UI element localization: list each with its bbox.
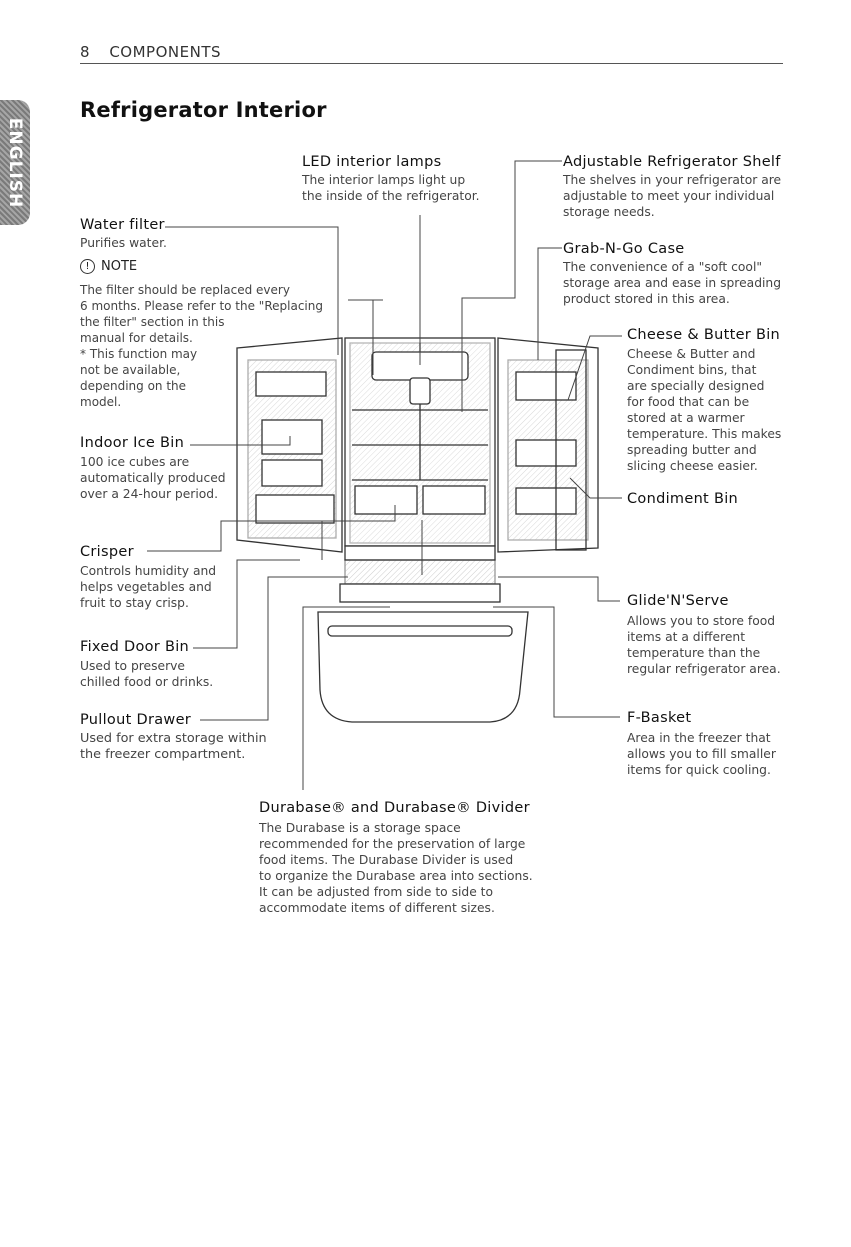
page-header: 8 COMPONENTS <box>80 43 783 64</box>
ice-bin-desc: 100 ice cubes are automatically produced… <box>80 455 226 501</box>
water-filter-label: Water filter <box>80 217 165 233</box>
cheese-butter-desc: Cheese & Butter and Condiment bins, that… <box>627 347 782 473</box>
crisper-label: Crisper <box>80 544 134 560</box>
language-tab: ENGLISH <box>0 100 30 225</box>
durabase-desc: The Durabase is a storage space recommen… <box>259 821 533 915</box>
caution-icon: ! <box>80 259 95 274</box>
cheese-butter-label: Cheese & Butter Bin <box>627 327 781 343</box>
f-basket-label: F-Basket <box>627 710 692 726</box>
note-heading: ! NOTE <box>80 259 137 274</box>
fixed-door-bin-label: Fixed Door Bin <box>80 639 190 655</box>
led-lamps-label: LED interior lamps <box>302 154 442 170</box>
pullout-drawer-desc: Used for extra storage within the freeze… <box>80 731 267 762</box>
fridge-drawing <box>236 337 599 723</box>
grab-n-go-label: Grab-N-Go Case <box>563 241 685 257</box>
glide-desc: Allows you to store food items at a diff… <box>627 614 781 676</box>
led-lamps-desc: The interior lamps light up the inside o… <box>302 173 480 203</box>
shelf-desc: The shelves in your refrigerator are adj… <box>563 173 782 219</box>
section-title: COMPONENTS <box>109 43 222 61</box>
page-title: Refrigerator Interior <box>80 98 327 122</box>
condiment-label: Condiment Bin <box>627 491 739 507</box>
page-number: 8 <box>80 43 91 61</box>
grab-n-go-desc: The convenience of a "soft cool" storage… <box>563 260 782 306</box>
fixed-door-bin-desc: Used to preserve chilled food or drinks. <box>80 659 214 689</box>
crisper-desc: Controls humidity and helps vegetables a… <box>80 564 217 610</box>
note-text: The filter should be replaced every 6 mo… <box>80 283 323 409</box>
water-filter-desc: Purifies water. <box>80 236 167 250</box>
leader-lines <box>147 160 622 790</box>
ice-bin-label: Indoor Ice Bin <box>80 435 185 451</box>
glide-label: Glide'N'Serve <box>627 593 729 609</box>
pullout-drawer-label: Pullout Drawer <box>80 712 192 728</box>
shelf-label: Adjustable Refrigerator Shelf <box>563 154 781 170</box>
f-basket-desc: Area in the freezer that allows you to f… <box>627 731 776 777</box>
durabase-label: Durabase® and Durabase® Divider <box>259 800 530 816</box>
note-label: NOTE <box>101 259 138 274</box>
